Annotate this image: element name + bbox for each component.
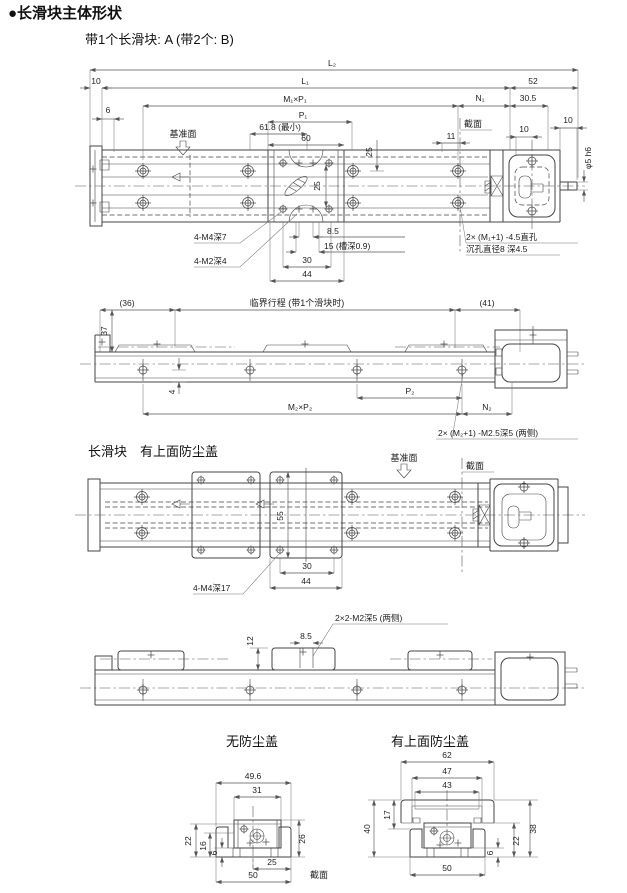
dim-25-top: 25 [364,147,374,157]
callout-counterbore-2: 沉孔直径8 深4.5 [466,244,528,254]
dim-30p5: 30.5 [520,93,537,103]
footer-section-label: 截面 [310,869,328,880]
motor-housing-side [494,326,579,389]
grease-port-arrows [171,499,274,509]
motor-housing-side-2 [494,651,578,706]
dim-N1: N₁ [475,93,484,103]
cs1-31: 31 [252,785,262,795]
motor-mount [484,140,578,232]
cs1-6: 6 [209,850,219,855]
cs1-16: 16 [198,841,208,851]
cs2-6: 6 [485,850,495,855]
cs2-62: 62 [442,750,452,760]
drawing2-side-view: (36) 临界行程 (带1个滑块时) (41) 37 4 P₂ [80,297,585,440]
cs2-38: 38 [528,824,538,834]
dim-M1xP1: M₁×P₁ [283,94,307,104]
callout-4-M4: 4-M4深7 [194,232,227,242]
section-heading-cover: 长滑块 有上面防尘盖 [88,444,218,459]
dim-4: 4 [167,389,177,394]
dim-44: 44 [302,269,312,279]
cs1-22: 22 [183,836,193,846]
dim-L2: L₂ [328,58,336,68]
dim-N2: N₂ [482,402,491,412]
dim-25-inner: 25 [312,181,322,191]
page-subtitle: 带1个长滑块: A (带2个: B) [85,32,234,47]
dim-6: 6 [106,105,111,115]
datum-arrow-icon-2 [396,463,412,479]
dim-37: 37 [99,326,109,336]
dim-15-groove: 15 (槽深0.9) [324,241,370,251]
dim-M2xP2: M₂×P₂ [288,402,312,412]
dim-44-cover: 44 [301,576,311,586]
dim-11: 11 [447,131,456,141]
grease-port-arrow [171,172,190,182]
dim-55: 55 [275,511,285,521]
slot-hatch [284,176,308,196]
dim-10-mid: 10 [519,124,529,134]
callout-4-M4-17: 4-M4深17 [193,583,231,593]
dim-L1: L₁ [301,76,309,86]
cs2-43: 43 [442,780,452,790]
cs2-17: 17 [382,810,392,820]
dim-52: 52 [528,76,538,86]
cross-section-no-cover: 无防尘盖 49.6 31 22 16 6 26 25 50 [183,734,307,884]
dim-30: 30 [302,255,312,265]
dim-12: 12 [245,636,255,646]
callout-2x2-M2: 2×2-M2深5 (两侧) [335,613,402,623]
section-label-2: 截面 [466,460,484,471]
drawing3-top-view-cover: 长滑块 有上面防尘盖 基准面 截面 55 [75,444,585,595]
cs2-50: 50 [442,863,452,873]
cs2-40: 40 [362,824,372,834]
cs2-title: 有上面防尘盖 [391,734,469,749]
datum-arrow-icon [175,140,191,156]
dim-shaft-phi5h6: φ5 h6 [583,147,593,169]
cs1-title: 无防尘盖 [226,734,278,749]
datum-plane-label-2: 基准面 [390,452,417,463]
dim-30-cover: 30 [302,561,312,571]
dim-8p5-cover: 8.5 [300,631,312,641]
dim-61p8-min: 61.8 (最小) [259,122,301,132]
cs1-49p6: 49.6 [245,771,262,781]
drawing1-top-view: 25 [75,118,585,252]
cs1-25: 25 [267,857,277,867]
cross-section-with-cover: 有上面防尘盖 62 47 43 17 40 38 22 6 50 [362,734,538,877]
drawing1-dimensions: L₂ 10 L₁ 52 M₁×P₁ N₁ 30.5 P₁ 61.8 (最小) 6… [80,58,593,283]
section-label: 截面 [464,118,482,129]
dim-60: 60 [301,133,311,143]
dim-36: (36) [119,298,134,308]
cs2-47: 47 [442,766,452,776]
datum-plane-label: 基准面 [169,128,196,139]
slider-block: 25 [267,149,345,223]
cs1-50: 50 [248,870,258,880]
output-shaft [560,181,578,191]
dim-10-right: 10 [563,115,573,125]
callout-M2p5-holes: 2× (M₂+1) -M2.5深5 (两侧) [438,428,538,438]
page-title: ●长滑块主体形状 [8,4,123,22]
drawing4-side-view-cover: 2×2-M2深5 (两侧) 12 8.5 [80,613,585,706]
stroke-limit-label: 临界行程 (带1个滑块时) [250,297,345,308]
dim-8p5: 8.5 [327,226,339,236]
dim-P2: P₂ [406,386,415,396]
cover-plate [191,471,261,559]
motor-mount-2 [472,478,569,552]
dim-10-left: 10 [91,76,101,86]
slider-plate [269,468,343,562]
callout-counterbore-1: 2× (M₁+1) -4.5直孔 [466,232,538,242]
dim-P1: P₁ [299,110,308,120]
cs2-22: 22 [511,836,521,846]
dim-41: (41) [479,298,494,308]
cs1-26: 26 [297,834,307,844]
callout-4-M2: 4-M2深4 [194,256,227,266]
